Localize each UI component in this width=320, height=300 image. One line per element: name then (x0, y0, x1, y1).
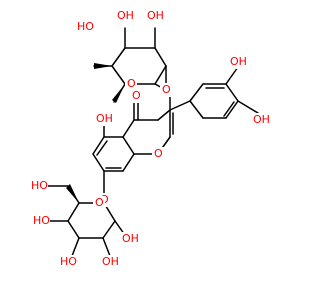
atom-label: HO (31, 179, 48, 192)
atom-label: OH (122, 232, 139, 245)
label-layer: HO OH OH O O O (30, 9, 270, 269)
rha-oh-top-mid-label: OH (116, 9, 134, 23)
bond (237, 100, 259, 114)
atom-label: OH (102, 255, 119, 268)
bond (225, 83, 239, 102)
bond (122, 153, 135, 172)
bond (67, 220, 80, 239)
rha-oh-top-left-label: HO (76, 20, 94, 34)
rha-oh-top-right-label: OH (146, 9, 164, 23)
catechol-oh-top-label: OH (229, 55, 247, 69)
atom-label: O (127, 77, 136, 90)
atom-label: O (154, 147, 163, 160)
bond (223, 101, 235, 117)
bond (92, 153, 105, 172)
bond (189, 83, 204, 102)
atom-label: O (132, 89, 141, 102)
catechol-oh-mid-label: OH (252, 113, 270, 127)
bond (102, 220, 116, 239)
glc-oh-right-label: OH (121, 232, 139, 246)
wedge-bond (66, 184, 79, 203)
glc-oh-mid-label: HO (59, 255, 77, 269)
bond (157, 109, 171, 121)
atom-label: HO (60, 255, 77, 268)
atom-label: OH (253, 113, 270, 126)
atom-label: OH (230, 55, 247, 68)
molecule-structure: HO OH OH O O O (30, 9, 270, 269)
bond (225, 66, 239, 85)
wedge-bond (94, 63, 112, 69)
bond (102, 237, 111, 257)
glc-ring-o-label: O (93, 196, 105, 210)
molecule-diagram: HO OH OH O O O (30, 9, 270, 269)
atom-label: OH (147, 9, 164, 22)
glc-ch2oh-label: HO (30, 179, 48, 193)
bond (154, 65, 167, 85)
bond-layer (47, 27, 259, 257)
atom-label: O (162, 83, 171, 96)
carbonyl-o-label: O (130, 89, 142, 103)
bond (92, 136, 105, 155)
bond (111, 47, 126, 67)
atom-label: HO (33, 214, 50, 227)
bond (96, 140, 108, 156)
bond (122, 119, 135, 138)
rha-ring-o-label: O (125, 77, 137, 91)
bond (154, 47, 167, 67)
atom-label: OH (117, 9, 134, 22)
bond (111, 65, 126, 85)
bond (225, 100, 239, 119)
glc-oh-mid2-label: OH (101, 255, 119, 269)
link-o-rha-label: O (160, 83, 172, 97)
pyran-o-label: O (152, 147, 164, 161)
bond (71, 237, 80, 257)
atom-label: OH (96, 112, 113, 125)
wedge-bond (112, 84, 125, 103)
wedge-layer (66, 63, 125, 203)
bond (189, 100, 204, 119)
bond (67, 202, 80, 222)
glc-oh-left-label: HO (32, 214, 50, 228)
atom-label: HO (77, 20, 94, 33)
bond (169, 100, 191, 111)
c5-oh-label: OH (95, 112, 113, 126)
atom-label: O (95, 196, 104, 209)
bond (122, 136, 135, 155)
